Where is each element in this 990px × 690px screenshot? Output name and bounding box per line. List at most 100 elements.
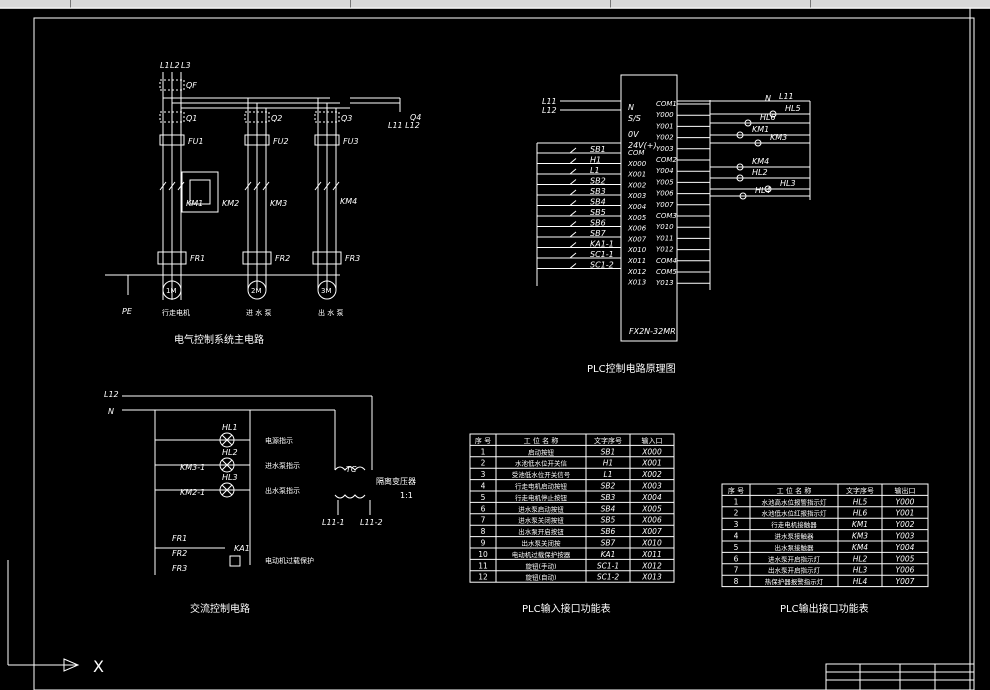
table-cell: 12 xyxy=(478,573,488,582)
table-cell: 进水泵关闭按钮 xyxy=(518,516,564,525)
lamp-desc: 电源指示 xyxy=(265,436,293,445)
table-cell: 进水泵接触器 xyxy=(775,532,815,541)
plc-y-terminal: COM1 xyxy=(656,100,677,108)
table-cell: 进水泵开启指示灯 xyxy=(768,554,821,563)
plc-x-terminal: COM xyxy=(628,149,644,157)
plc-y-terminal: Y002 xyxy=(656,134,674,142)
table-cell: Y001 xyxy=(896,509,915,518)
plc-input-label: L12 xyxy=(542,106,557,115)
plc-y-terminal: COM5 xyxy=(656,268,677,276)
fuse-label: FU1 xyxy=(188,137,204,146)
motor-label: 3M xyxy=(321,287,332,295)
table-cell: SB1 xyxy=(601,447,616,456)
table-cell: KM4 xyxy=(852,543,868,552)
plc-input-device: H1 xyxy=(590,156,601,165)
plc-y-terminal: Y010 xyxy=(656,223,674,231)
motor-name: 行走电机 xyxy=(162,308,190,317)
table-cell: 旋钮(自动) xyxy=(525,573,556,582)
table-cell: 3 xyxy=(734,520,739,529)
table-cell: 受池低水位开关信号 xyxy=(512,470,571,479)
plc-y-terminal: Y005 xyxy=(656,178,674,186)
table-cell: Y002 xyxy=(896,520,915,529)
plc-caption: PLC控制电路原理图 xyxy=(587,362,676,375)
plc-y-terminal: COM3 xyxy=(656,212,677,220)
tc-label: TC xyxy=(346,465,357,474)
table-cell: HL6 xyxy=(853,509,868,518)
table-cell: 水池低水位开关信 xyxy=(515,459,568,468)
contactor-label: KM4 xyxy=(340,197,357,206)
plc-power-term: S/S xyxy=(628,114,641,123)
plc-input-contact xyxy=(569,200,577,206)
ac-circuit: L12 N HL1电源指示HL2进水泵指示HL3出水泵指示KM3-1KM2-1 … xyxy=(104,390,416,615)
table-cell: KM3 xyxy=(852,532,868,541)
table-cell: SC1-2 xyxy=(597,573,619,582)
ac-contact-label: KM2-1 xyxy=(180,488,205,497)
plc-input-contact xyxy=(569,189,577,196)
plc-power-term: 24V(+) xyxy=(628,141,657,150)
table-cell: 5 xyxy=(734,543,739,552)
main-circuit: L1 L2 L3 QF Q4 L11 L12 Q1 Q2 Q3 xyxy=(105,61,421,346)
plc-y-terminal: COM2 xyxy=(656,156,677,164)
table-cell: Y004 xyxy=(896,543,915,552)
input-table-caption: PLC输入接口功能表 xyxy=(522,602,611,615)
table-cell: 水池低水位红报指示灯 xyxy=(762,509,828,518)
table-cell: H1 xyxy=(603,459,613,468)
table-cell: 1 xyxy=(734,497,739,506)
plc-output-device: HL6 xyxy=(760,113,776,122)
table-cell: Y006 xyxy=(896,566,915,575)
table-header: 文字序号 xyxy=(846,486,874,495)
table-cell: 4 xyxy=(734,532,739,541)
main-circuit-caption: 电气控制系统主电路 xyxy=(174,333,264,346)
table-cell: SB2 xyxy=(601,482,616,491)
q4-label: Q4 xyxy=(410,113,421,122)
ac-output-label: L11-2 xyxy=(360,518,383,527)
ac-output-label: L11-1 xyxy=(322,518,345,527)
lamp-cross xyxy=(221,484,233,496)
plc-input-device: SB3 xyxy=(590,187,606,196)
table-cell: X001 xyxy=(641,459,661,468)
table-cell: HL4 xyxy=(853,577,868,586)
table-cell: 2 xyxy=(734,509,739,518)
plc-y-terminal: Y004 xyxy=(656,167,674,175)
table-cell: SB3 xyxy=(601,493,616,502)
plc-input-contact xyxy=(569,221,577,227)
transformer-label: 隔离变压器 xyxy=(376,476,416,486)
lamp-desc: 进水泵指示 xyxy=(265,461,300,470)
table-header: 序 号 xyxy=(475,436,491,445)
table-cell: L1 xyxy=(604,470,613,479)
fr-label: FR3 xyxy=(172,564,187,573)
table-header: 序 号 xyxy=(728,486,744,495)
pe-label: PE xyxy=(122,307,133,316)
table-cell: 出水泵开启按钮 xyxy=(518,527,564,536)
plc-input-contact xyxy=(569,263,577,269)
ac-caption: 交流控制电路 xyxy=(190,602,250,615)
breaker-label: QF xyxy=(186,81,197,90)
plc-input-label: L11 xyxy=(542,97,557,106)
motor-name: 出 水 泵 xyxy=(318,308,343,317)
title-block xyxy=(825,663,975,690)
plc-y-terminal: Y012 xyxy=(656,246,674,254)
ac-line-label: N xyxy=(108,407,114,416)
table-border xyxy=(721,483,929,588)
table-cell: X003 xyxy=(641,482,662,491)
ucs-x-label: X xyxy=(93,657,104,676)
table-cell: 1 xyxy=(481,447,486,456)
plc-output-device: KM4 xyxy=(752,157,769,166)
table-cell: 8 xyxy=(481,527,486,536)
plc-x-terminal: X012 xyxy=(627,268,647,276)
ucs-icon: X xyxy=(7,560,104,676)
plc-output-device: HL4 xyxy=(755,186,771,195)
table-cell: X010 xyxy=(641,539,662,548)
lamp-label: HL1 xyxy=(222,423,238,432)
table-cell: 7 xyxy=(481,516,486,525)
plc-input-contact xyxy=(569,231,577,238)
lamp-icon xyxy=(219,482,235,498)
ac-line-label: L12 xyxy=(104,390,119,399)
plc-y-terminal: Y000 xyxy=(656,111,674,119)
plc-input-contact xyxy=(569,179,577,185)
table-cell: 进水泵启动按钮 xyxy=(518,504,564,513)
plc-y-terminal: Y011 xyxy=(656,234,674,242)
table-header: 文字序号 xyxy=(594,436,622,445)
